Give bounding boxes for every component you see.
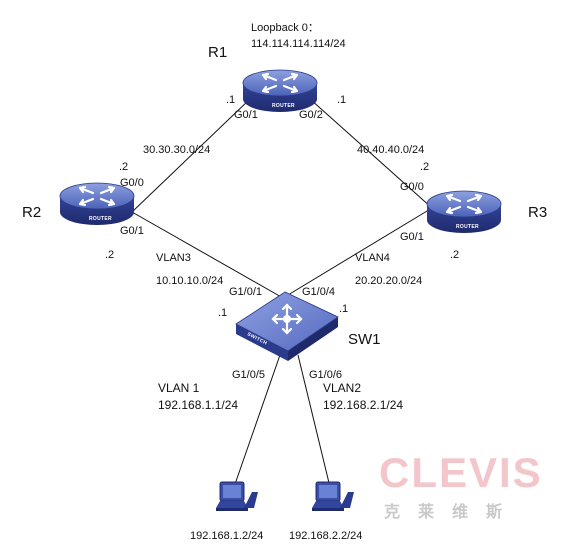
- r2-sw1-sw-port: G1/0/1: [229, 286, 262, 298]
- r2-sw1-network: 10.10.10.0/24: [156, 275, 223, 287]
- r3-sw1-r3-port: G0/1: [400, 231, 424, 243]
- link-sw1-pc2: [297, 354, 331, 488]
- switch-sw1-name: SW1: [348, 331, 381, 348]
- r3-sw1-network: 20.20.20.0/24: [355, 275, 422, 287]
- router-r3-icon[interactable]: ROUTER: [425, 189, 503, 235]
- r1-r2-r2-host: .2: [119, 161, 128, 173]
- pc1-address: 192.168.1.2/24: [190, 530, 263, 542]
- pc2-icon[interactable]: [311, 481, 355, 512]
- pc1-icon[interactable]: [215, 481, 259, 512]
- r3-sw1-vlan: VLAN4: [355, 252, 390, 264]
- r1-r2-r2-port: G0/0: [120, 177, 144, 189]
- r1-r3-r1-port: G0/2: [299, 109, 323, 121]
- r1-r3-r3-host: .2: [420, 161, 429, 173]
- r1-r2-r1-port: G0/1: [234, 109, 258, 121]
- link-r2-sw1: [131, 211, 284, 299]
- r3-sw1-sw-port: G1/0/4: [302, 286, 335, 298]
- router-r3-name: R3: [528, 204, 547, 221]
- watermark-subtitle: 克莱维斯: [384, 502, 520, 521]
- link-r1-r3: [309, 98, 433, 209]
- r1-r2-r1-host: .1: [226, 94, 235, 106]
- r1-r3-r3-port: G0/0: [400, 181, 424, 193]
- router-r1-name: R1: [208, 44, 227, 61]
- router-r2-name: R2: [22, 204, 41, 221]
- router-r3-caption: ROUTER: [456, 224, 479, 230]
- pc2-address: 192.168.2.2/24: [289, 530, 362, 542]
- r1-r2-network: 30.30.30.0/24: [143, 144, 210, 156]
- sw1-pc1-gateway: 192.168.1.1/24: [158, 398, 238, 412]
- sw1-pc2-vlan: VLAN2: [323, 381, 361, 395]
- r2-sw1-vlan: VLAN3: [156, 252, 191, 264]
- sw1-pc2-gateway: 192.168.2.1/24: [323, 398, 403, 412]
- r1-r3-network: 40.40.40.0/24: [357, 144, 424, 156]
- loopback-address: 114.114.114.114/24: [251, 38, 346, 50]
- r2-sw1-r2-port: G0/1: [120, 225, 144, 237]
- r3-sw1-r3-host: .2: [450, 249, 459, 261]
- sw1-pc2-port: G1/0/6: [309, 369, 342, 381]
- router-r2-caption: ROUTER: [89, 216, 112, 222]
- switch-sw1-icon[interactable]: SWITCH: [235, 291, 339, 361]
- router-r1-caption: ROUTER: [272, 103, 295, 109]
- r2-sw1-r2-host: .2: [105, 249, 114, 261]
- router-r2-icon[interactable]: ROUTER: [58, 181, 136, 227]
- sw1-pc1-port: G1/0/5: [232, 369, 265, 381]
- r2-sw1-sw-host: .1: [218, 307, 227, 319]
- watermark-brand: CLEVIS: [379, 449, 543, 496]
- r3-sw1-sw-host: .1: [339, 303, 348, 315]
- sw1-pc1-vlan: VLAN 1: [158, 381, 200, 395]
- r1-r3-r1-host: .1: [337, 94, 346, 106]
- link-sw1-pc1: [233, 354, 281, 488]
- router-r1-icon[interactable]: ROUTER: [241, 68, 319, 114]
- loopback-label: Loopback 0：: [251, 22, 319, 34]
- link-r3-sw1: [282, 207, 433, 299]
- link-r1-r2: [131, 98, 251, 213]
